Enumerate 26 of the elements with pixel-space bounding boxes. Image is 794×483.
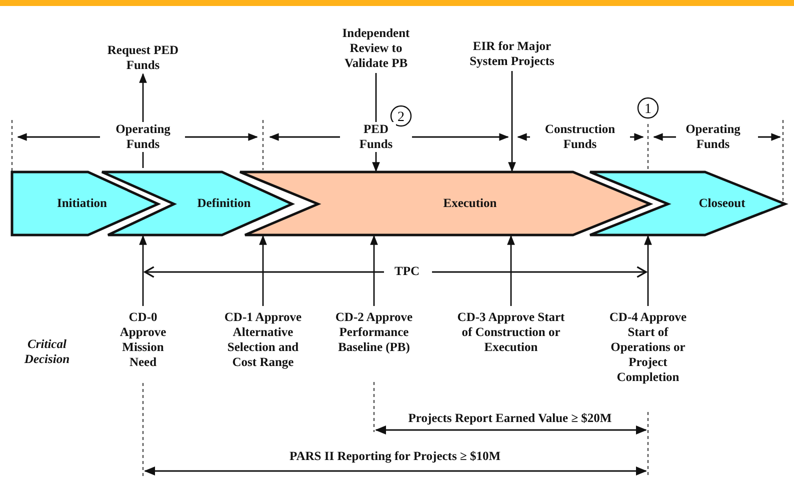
- arrow: [139, 235, 147, 306]
- phase-label: Execution: [442, 196, 498, 211]
- review-label: Independent Review to Validate PB: [341, 26, 411, 71]
- arrow: [644, 235, 652, 306]
- phase-label: Closeout: [698, 196, 746, 211]
- span-label: Operating Funds: [684, 122, 742, 152]
- arrow: [508, 71, 516, 172]
- span-label: Projects Report Earned Value ≥ $20M: [407, 411, 613, 426]
- arrow: [259, 235, 267, 306]
- review-label: EIR for Major System Projects: [468, 39, 556, 69]
- span-label: Construction Funds: [544, 122, 616, 152]
- decision-label: CD-1 Approve Alternative Selection and Cost Range: [223, 310, 303, 370]
- arrow: [370, 235, 378, 306]
- callout-number: 1: [637, 97, 659, 119]
- span-label: TPC: [394, 264, 420, 279]
- span-label: PARS II Reporting for Projects ≥ $10M: [288, 449, 502, 464]
- phase-label: Definition: [196, 196, 252, 211]
- decision-label: CD-3 Approve Start of Construction or Execution: [456, 310, 566, 355]
- arrow: [507, 235, 515, 306]
- decision-label: CD-2 Approve Performance Baseline (PB): [334, 310, 414, 355]
- phase-label: Initiation: [56, 196, 108, 211]
- decision-label: CD-4 Approve Start of Operations or Project Completion: [608, 310, 688, 385]
- row-label: Critical Decision: [23, 337, 71, 367]
- decision-label: CD-0 Approve Mission Need: [118, 310, 168, 370]
- review-label: Request PED Funds: [106, 43, 180, 73]
- callout-number: 2: [390, 105, 412, 127]
